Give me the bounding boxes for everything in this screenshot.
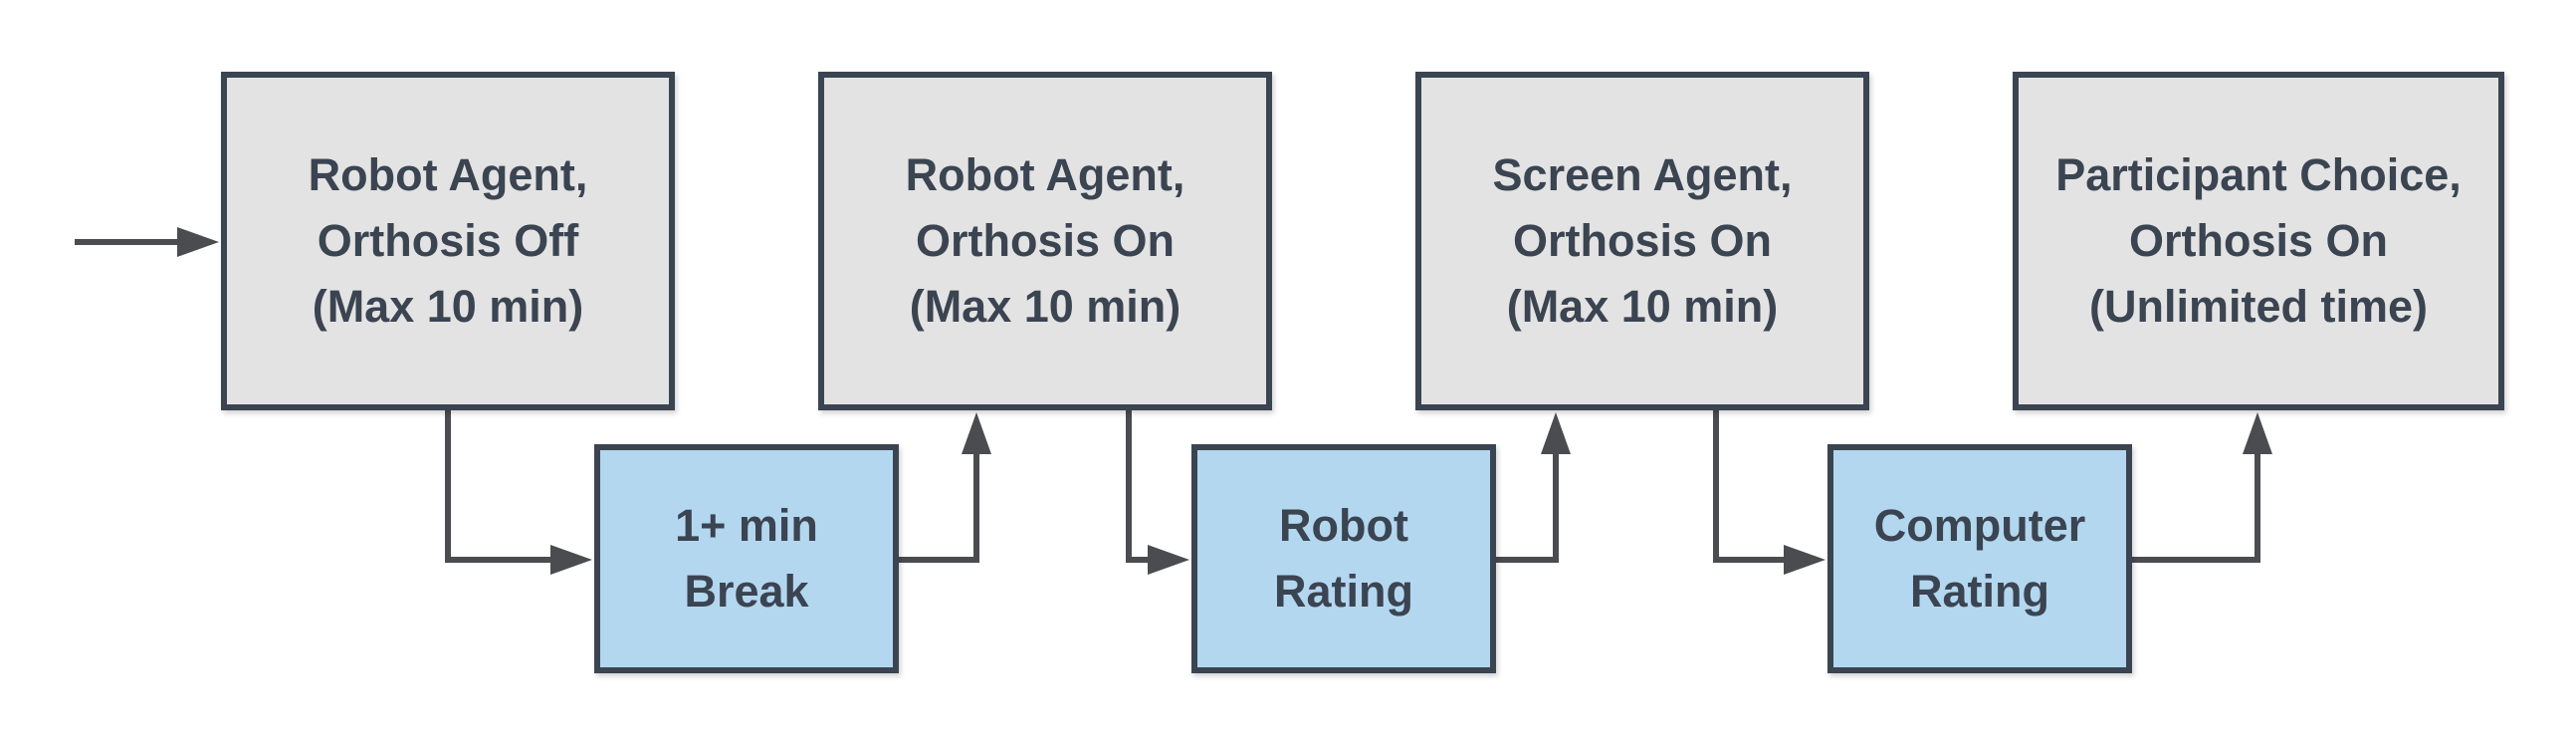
stage-box-4: Participant Choice, Orthosis On (Unlimit…: [2013, 72, 2504, 410]
arrow-transition-3-to-stage-4: [2132, 438, 2260, 563]
stage-box-1: Robot Agent, Orthosis Off (Max 10 min): [221, 72, 675, 410]
arrowhead-stage-3-in: [1541, 412, 1571, 454]
stage-4-line-2: Orthosis On: [2128, 215, 2389, 266]
stage-2-line-2: Orthosis On: [915, 215, 1176, 266]
transition-box-break: 1+ min Break: [594, 444, 899, 673]
arrow-transition-2-to-stage-3: [1496, 438, 1559, 563]
transition-1-line-1: 1+ min: [675, 500, 818, 551]
arrowhead-transition-1-in: [550, 545, 592, 575]
transition-2-line-1: Robot: [1279, 500, 1408, 551]
transition-2-line-2: Rating: [1274, 566, 1413, 617]
arrowhead-transition-3-in: [1784, 545, 1825, 575]
transition-3-line-2: Rating: [1910, 566, 2049, 617]
arrow-transition-1-to-stage-2: [899, 438, 979, 563]
stage-box-2: Robot Agent, Orthosis On (Max 10 min): [818, 72, 1272, 410]
arrow-stage-3-to-transition-3: [1713, 410, 1800, 563]
stage-4-line-1: Participant Choice,: [2055, 149, 2462, 200]
stage-2-line-1: Robot Agent,: [905, 149, 1185, 200]
arrow-stage-2-to-transition-2: [1126, 410, 1165, 563]
transition-box-computer-rating: Computer Rating: [1827, 444, 2132, 673]
transition-box-robot-rating: Robot Rating: [1191, 444, 1496, 673]
arrowhead-stage-4-in: [2243, 412, 2272, 454]
entry-arrowhead: [177, 227, 219, 257]
stage-3-line-2: Orthosis On: [1512, 215, 1773, 266]
transition-3-line-1: Computer: [1873, 500, 2086, 551]
stage-1-line-1: Robot Agent,: [308, 149, 588, 200]
transition-1-line-2: Break: [684, 566, 809, 617]
stage-1-line-3: (Max 10 min): [312, 281, 584, 332]
stage-4-line-3: (Unlimited time): [2088, 281, 2428, 332]
stage-box-3: Screen Agent, Orthosis On (Max 10 min): [1415, 72, 1869, 410]
arrow-stage-1-to-transition-1: [445, 410, 565, 563]
stage-3-line-3: (Max 10 min): [1506, 281, 1779, 332]
arrowhead-stage-2-in: [962, 412, 991, 454]
stage-3-line-1: Screen Agent,: [1492, 149, 1793, 200]
stage-1-line-2: Orthosis Off: [317, 215, 579, 266]
arrowhead-transition-2-in: [1148, 545, 1189, 575]
stage-2-line-3: (Max 10 min): [909, 281, 1181, 332]
